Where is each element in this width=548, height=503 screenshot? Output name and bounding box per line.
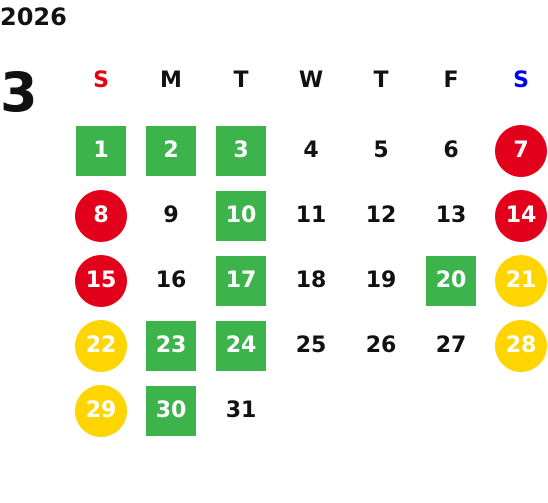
- day-cell[interactable]: 4: [276, 118, 346, 183]
- day-number: 22: [75, 319, 127, 372]
- day-cell[interactable]: 27: [416, 313, 486, 378]
- empty-cell: [346, 378, 416, 443]
- day-number: 11: [295, 203, 327, 228]
- day-number: 28: [495, 319, 547, 372]
- day-number: 24: [216, 320, 266, 371]
- day-cell[interactable]: 14: [486, 183, 548, 248]
- day-number: 29: [75, 384, 127, 437]
- weekday-label: F: [443, 68, 459, 93]
- day-number: 8: [75, 189, 127, 242]
- day-number: 12: [365, 203, 397, 228]
- day-cell[interactable]: 21: [486, 248, 548, 313]
- day-cell[interactable]: 18: [276, 248, 346, 313]
- day-cell[interactable]: 2: [136, 118, 206, 183]
- day-number: 6: [443, 138, 459, 163]
- day-cell[interactable]: 11: [276, 183, 346, 248]
- weekday-label: M: [160, 68, 182, 93]
- day-cell[interactable]: 9: [136, 183, 206, 248]
- day-cell[interactable]: 7: [486, 118, 548, 183]
- month-number: 3: [0, 61, 38, 124]
- day-cell[interactable]: 19: [346, 248, 416, 313]
- day-cell[interactable]: 16: [136, 248, 206, 313]
- day-number: 18: [295, 268, 327, 293]
- day-number: 19: [365, 268, 397, 293]
- day-cell[interactable]: 12: [346, 183, 416, 248]
- weekday-label: S: [513, 68, 529, 93]
- day-number: 13: [435, 203, 467, 228]
- day-number: 1: [76, 125, 126, 176]
- day-number: 5: [373, 138, 389, 163]
- day-cell[interactable]: 28: [486, 313, 548, 378]
- weekday-label: T: [233, 68, 249, 93]
- weekday-label: T: [373, 68, 389, 93]
- day-number: 7: [495, 124, 547, 177]
- empty-cell: [486, 378, 548, 443]
- day-number: 20: [426, 255, 476, 306]
- day-cell[interactable]: 6: [416, 118, 486, 183]
- day-cell[interactable]: 30: [136, 378, 206, 443]
- day-number: 25: [295, 333, 327, 358]
- empty-cell: [276, 378, 346, 443]
- day-cell[interactable]: 1: [66, 118, 136, 183]
- day-number: 3: [216, 125, 266, 176]
- day-number: 17: [216, 255, 266, 306]
- day-number: 23: [146, 320, 196, 371]
- day-number: 14: [495, 189, 547, 242]
- day-cell[interactable]: 3: [206, 118, 276, 183]
- day-number: 2: [146, 125, 196, 176]
- day-cell[interactable]: 15: [66, 248, 136, 313]
- day-number: 4: [303, 138, 319, 163]
- day-cell[interactable]: 22: [66, 313, 136, 378]
- year-label: 2026: [0, 3, 67, 31]
- day-cell[interactable]: 5: [346, 118, 416, 183]
- day-number: 26: [365, 333, 397, 358]
- day-number: 16: [155, 268, 187, 293]
- day-cell[interactable]: 17: [206, 248, 276, 313]
- day-number: 27: [435, 333, 467, 358]
- day-cell[interactable]: 10: [206, 183, 276, 248]
- weekday-label: W: [298, 68, 324, 93]
- day-cell[interactable]: 29: [66, 378, 136, 443]
- day-cell[interactable]: 13: [416, 183, 486, 248]
- day-cell[interactable]: 8: [66, 183, 136, 248]
- day-number: 15: [75, 254, 127, 307]
- day-number: 30: [146, 385, 196, 436]
- empty-cell: [416, 378, 486, 443]
- day-cell[interactable]: 20: [416, 248, 486, 313]
- day-number: 21: [495, 254, 547, 307]
- day-cell[interactable]: 25: [276, 313, 346, 378]
- day-cell[interactable]: 31: [206, 378, 276, 443]
- day-cell[interactable]: 24: [206, 313, 276, 378]
- weekday-label: S: [93, 68, 109, 93]
- day-number: 9: [163, 203, 179, 228]
- day-number: 10: [216, 190, 266, 241]
- day-cell[interactable]: 26: [346, 313, 416, 378]
- day-number: 31: [225, 398, 257, 423]
- day-cell[interactable]: 23: [136, 313, 206, 378]
